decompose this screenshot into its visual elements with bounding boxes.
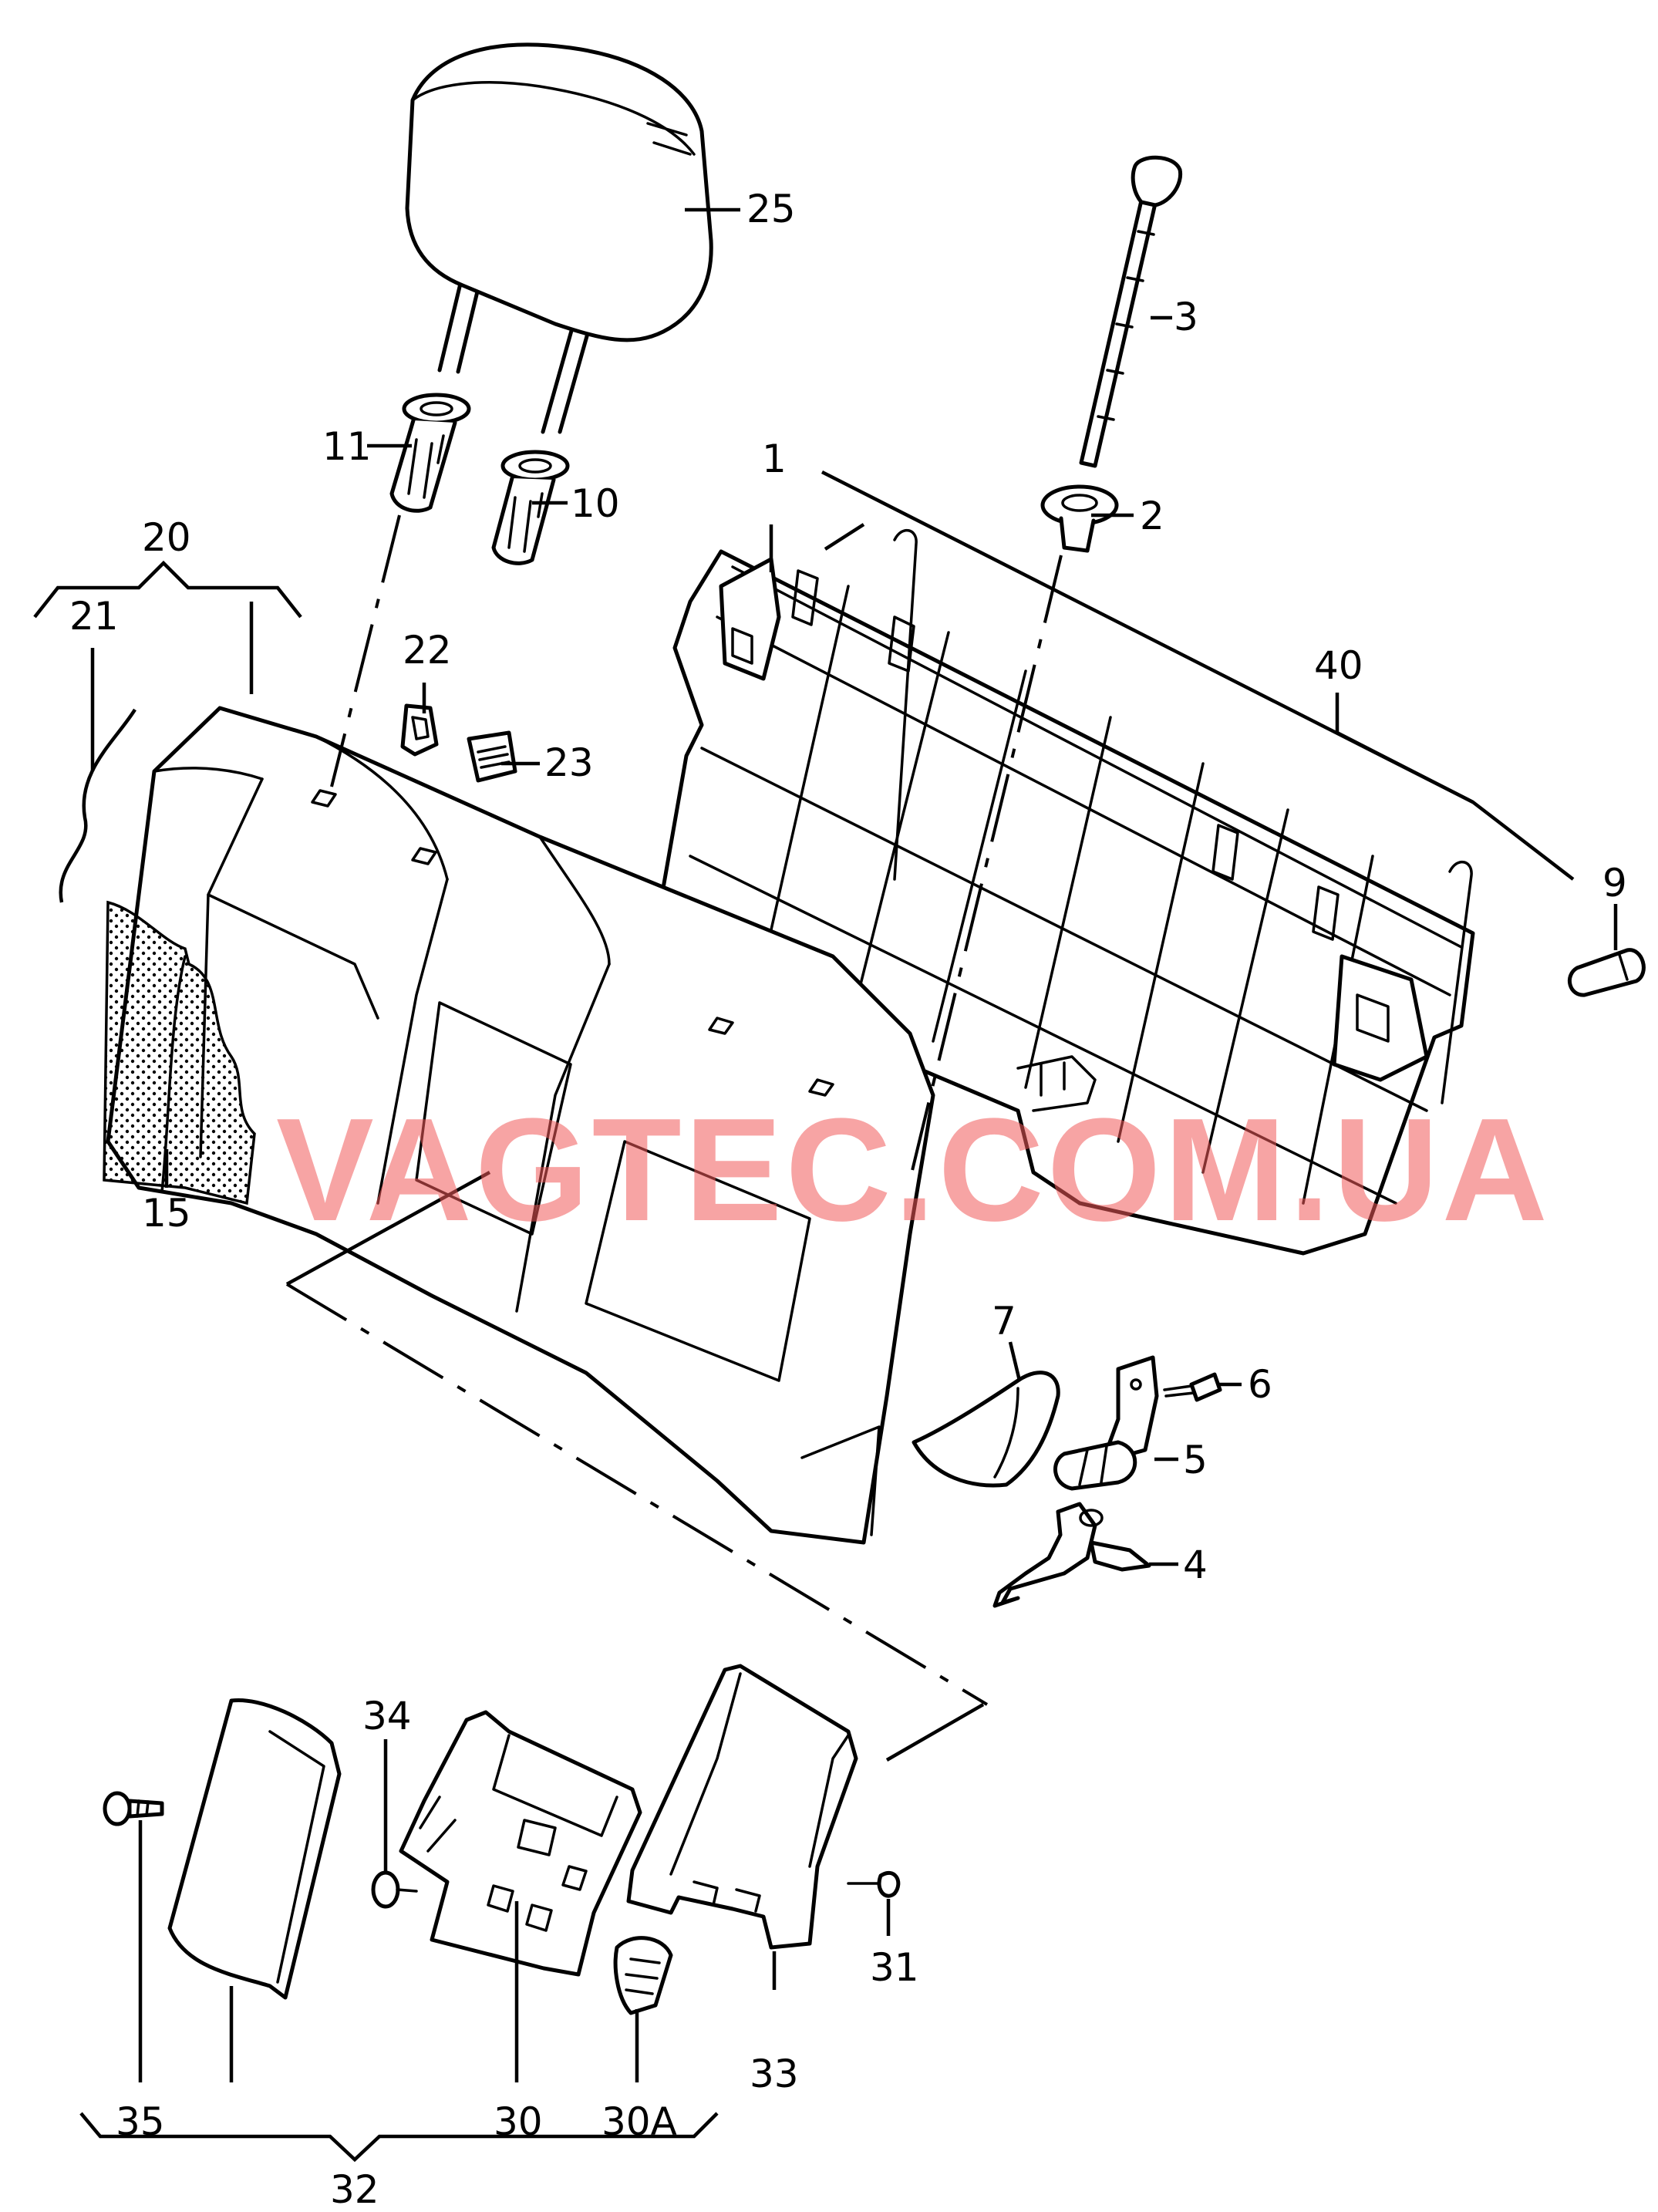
release-rod — [1079, 155, 1183, 468]
construction-lines — [285, 514, 1063, 1762]
callout-3: 3 — [1174, 295, 1198, 339]
callout-10: 10 — [571, 481, 620, 526]
bolt-35 — [103, 1791, 164, 1826]
screw-31 — [847, 1870, 901, 1898]
callout-20: 20 — [142, 515, 191, 560]
callout-30a: 30A — [602, 2099, 677, 2144]
headrest-guide-10 — [491, 450, 570, 565]
callout-5: 5 — [1183, 1438, 1208, 1482]
armrest-frame — [399, 1710, 642, 1977]
trim-7 — [912, 1371, 1060, 1488]
callout-6: 6 — [1248, 1362, 1272, 1407]
bolt-6 — [1163, 1372, 1222, 1402]
callout-11: 11 — [322, 424, 372, 469]
callout-32: 32 — [330, 2167, 379, 2212]
callout-9: 9 — [1602, 861, 1627, 905]
callout-40: 40 — [1314, 643, 1363, 688]
rivet-34 — [371, 1870, 418, 1909]
callouts: 25 3 2 11 10 1 20 21 22 23 40 9 15 7 6 5… — [69, 187, 1627, 2212]
watermark: VAGTEC.COM.UA — [276, 1088, 1551, 1252]
headrest-guide-11 — [389, 393, 471, 513]
callout-33: 33 — [750, 2052, 799, 2096]
callout-21: 21 — [69, 594, 119, 639]
armrest-cover — [167, 1698, 342, 2000]
clip-23 — [467, 730, 517, 783]
armrest-carrier — [626, 1664, 858, 1950]
mechanism-30a — [613, 1936, 673, 2015]
callout-25: 25 — [746, 187, 796, 231]
backrest-frame — [657, 523, 1475, 1256]
callout-30: 30 — [494, 2099, 543, 2144]
callout-15: 15 — [142, 1191, 191, 1236]
callout-34: 34 — [362, 1694, 412, 1738]
callout-31: 31 — [870, 1945, 919, 1990]
release-grommet — [1040, 484, 1119, 553]
backrest-pad — [103, 706, 935, 1545]
clip-22 — [400, 703, 439, 757]
cap-9 — [1568, 948, 1646, 997]
callout-7: 7 — [992, 1299, 1016, 1344]
bracket-4 — [992, 1502, 1151, 1608]
leader-lines — [33, 207, 1618, 2163]
callout-22: 22 — [403, 628, 452, 673]
callout-4: 4 — [1183, 1543, 1208, 1587]
callout-2: 2 — [1140, 494, 1164, 538]
callout-35: 35 — [116, 2099, 165, 2144]
headrest — [405, 42, 713, 434]
callout-1: 1 — [762, 437, 787, 481]
callout-23: 23 — [544, 740, 594, 785]
hinge-5 — [1053, 1355, 1159, 1491]
